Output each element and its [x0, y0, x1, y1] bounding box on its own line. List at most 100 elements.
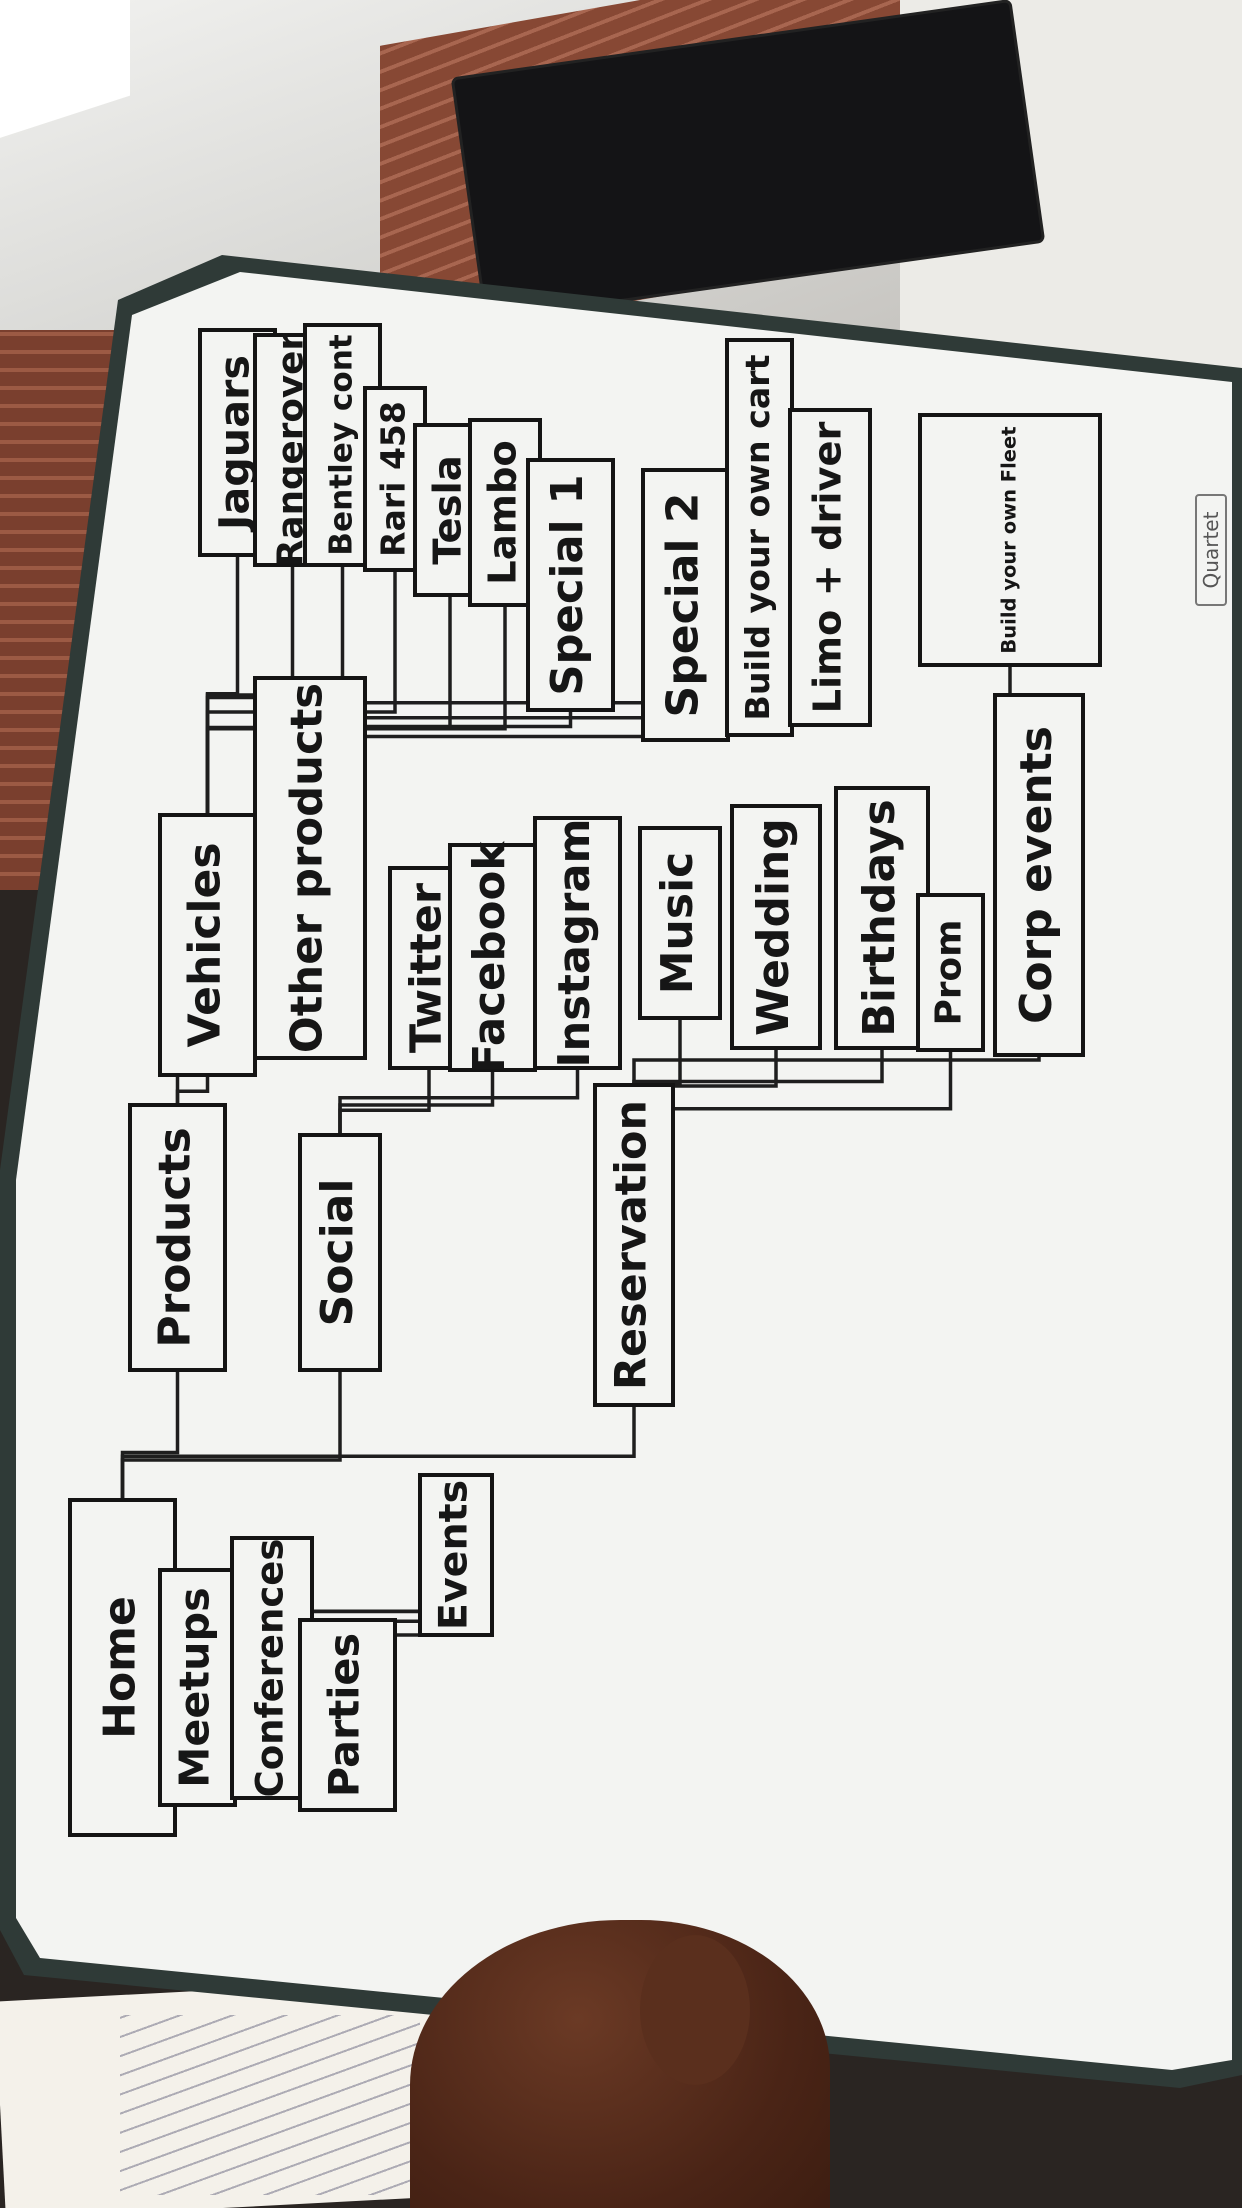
node-social: Social	[298, 1133, 382, 1372]
node-prom: Prom	[916, 893, 985, 1052]
hand	[410, 1920, 830, 2208]
connector-other-products-special2	[308, 603, 688, 870]
node-label-parties: Parties	[321, 1633, 369, 1797]
person-shirt	[0, 1200, 60, 1440]
connector-vehicles-lambo	[205, 510, 507, 947]
node-build-cart: Build your own cart	[725, 338, 794, 737]
node-instagram: Instagram	[533, 816, 622, 1070]
node-products: Products	[128, 1103, 227, 1372]
quartet-logo: Quartet	[1199, 511, 1223, 588]
node-box-facebook	[448, 843, 537, 1072]
node-box-events	[418, 1473, 494, 1637]
connector-social-facebook	[338, 955, 495, 1255]
connector-vehicles-rari	[205, 477, 397, 947]
node-special2: Special 2	[641, 468, 730, 742]
diagram-nodes: Home Meetups Conferences Parties Events Produ…	[68, 323, 1102, 1837]
connector-products-vehicles	[175, 943, 210, 1240]
node-box-special1	[526, 458, 615, 712]
connector-vehicles-bentley	[205, 443, 345, 947]
node-events: Events	[418, 1473, 494, 1637]
node-label-other-products: Other products	[283, 683, 333, 1053]
node-rari: Rari 458	[363, 386, 427, 572]
node-label-build-fleet: Build your own Fleet	[998, 426, 1021, 653]
connector-vehicles-tesla	[205, 508, 452, 947]
node-box-rari	[363, 386, 427, 572]
node-label-facebook: Facebook	[465, 841, 515, 1074]
node-label-special2: Special 2	[658, 493, 709, 718]
node-tesla: Tesla	[413, 423, 487, 597]
node-parties: Parties	[298, 1618, 397, 1812]
node-label-instagram: Instagram	[550, 818, 600, 1067]
node-label-jaguars: Jaguars	[211, 355, 259, 533]
thumb	[640, 1935, 750, 2085]
connector-reservation-birthdays	[632, 916, 884, 1247]
node-box-home	[68, 1498, 177, 1837]
connector-reservation-wedding	[632, 925, 778, 1247]
node-label-music: Music	[652, 852, 703, 994]
node-box-conferences	[230, 1536, 314, 1800]
node-music: Music	[638, 826, 722, 1020]
connector-home-social	[120, 1250, 342, 1670]
connector-vehicles-jaguars	[205, 440, 240, 947]
node-box-corp-events	[993, 693, 1085, 1057]
node-box-reservation	[593, 1083, 675, 1407]
node-special1: Special 1	[526, 458, 615, 712]
node-meetups: Meetups	[158, 1568, 237, 1807]
node-label-special1: Special 1	[543, 474, 593, 695]
connector-other-products-limo-driver	[308, 565, 832, 870]
node-box-special2	[641, 468, 730, 742]
node-label-conferences: Conferences	[249, 1539, 292, 1798]
node-birthdays: Birthdays	[834, 786, 930, 1050]
handwritten-notes	[120, 2015, 420, 2195]
node-label-twitter: Twitter	[402, 882, 452, 1053]
diagram-connectors	[120, 440, 1041, 1717]
node-box-other-products	[253, 676, 367, 1060]
node-label-limo-driver: Limo + driver	[806, 422, 851, 714]
node-box-prom	[916, 893, 985, 1052]
node-box-twitter	[388, 866, 470, 1070]
node-box-products	[128, 1103, 227, 1372]
connector-reservation-prom	[632, 970, 953, 1247]
node-reservation: Reservation	[593, 1083, 675, 1407]
node-build-fleet: Build your own Fleet	[918, 413, 1102, 667]
node-box-social	[298, 1133, 382, 1372]
node-label-home: Home	[95, 1596, 146, 1739]
node-box-birthdays	[834, 786, 930, 1050]
connector-other-products-build-cart	[308, 535, 762, 870]
connector-events-meetups	[195, 1553, 458, 1690]
node-label-meetups: Meetups	[171, 1587, 219, 1787]
connector-products-other-products	[175, 866, 312, 1240]
node-other-products: Other products	[253, 676, 367, 1060]
node-wedding: Wedding	[730, 804, 822, 1050]
node-lambo: Lambo	[468, 418, 542, 607]
quartet-badge: Quartet	[1195, 494, 1227, 606]
node-box-meetups	[158, 1568, 237, 1807]
node-limo-driver: Limo + driver	[788, 408, 872, 727]
connector-reservation-music	[632, 921, 682, 1247]
connector-home-reservation	[120, 1243, 636, 1670]
connector-home-products	[120, 1235, 180, 1670]
brick-wall-left	[0, 330, 190, 890]
node-label-corp-events: Corp events	[1011, 726, 1062, 1024]
node-corp-events: Corp events	[993, 693, 1085, 1057]
connector-events-conferences	[270, 1553, 458, 1670]
node-box-music	[638, 826, 722, 1020]
node-box-parties	[298, 1618, 397, 1812]
node-label-reservation: Reservation	[607, 1100, 657, 1390]
node-label-rari: Rari 458	[374, 401, 413, 557]
node-home: Home	[68, 1498, 177, 1837]
node-box-lambo	[468, 418, 542, 607]
node-label-lambo: Lambo	[481, 440, 526, 585]
node-label-events: Events	[431, 1480, 477, 1630]
node-box-build-cart	[725, 338, 794, 737]
node-conferences: Conferences	[230, 1536, 314, 1800]
connector-vehicles-rangerover	[205, 448, 295, 947]
node-box-tesla	[413, 423, 487, 597]
node-label-build-cart: Build your own cart	[738, 354, 777, 720]
connector-social-twitter	[338, 966, 431, 1255]
node-box-build-fleet	[918, 413, 1102, 667]
node-label-products: Products	[150, 1127, 201, 1347]
node-facebook: Facebook	[448, 841, 537, 1074]
connector-reservation-corp-events	[632, 873, 1041, 1247]
